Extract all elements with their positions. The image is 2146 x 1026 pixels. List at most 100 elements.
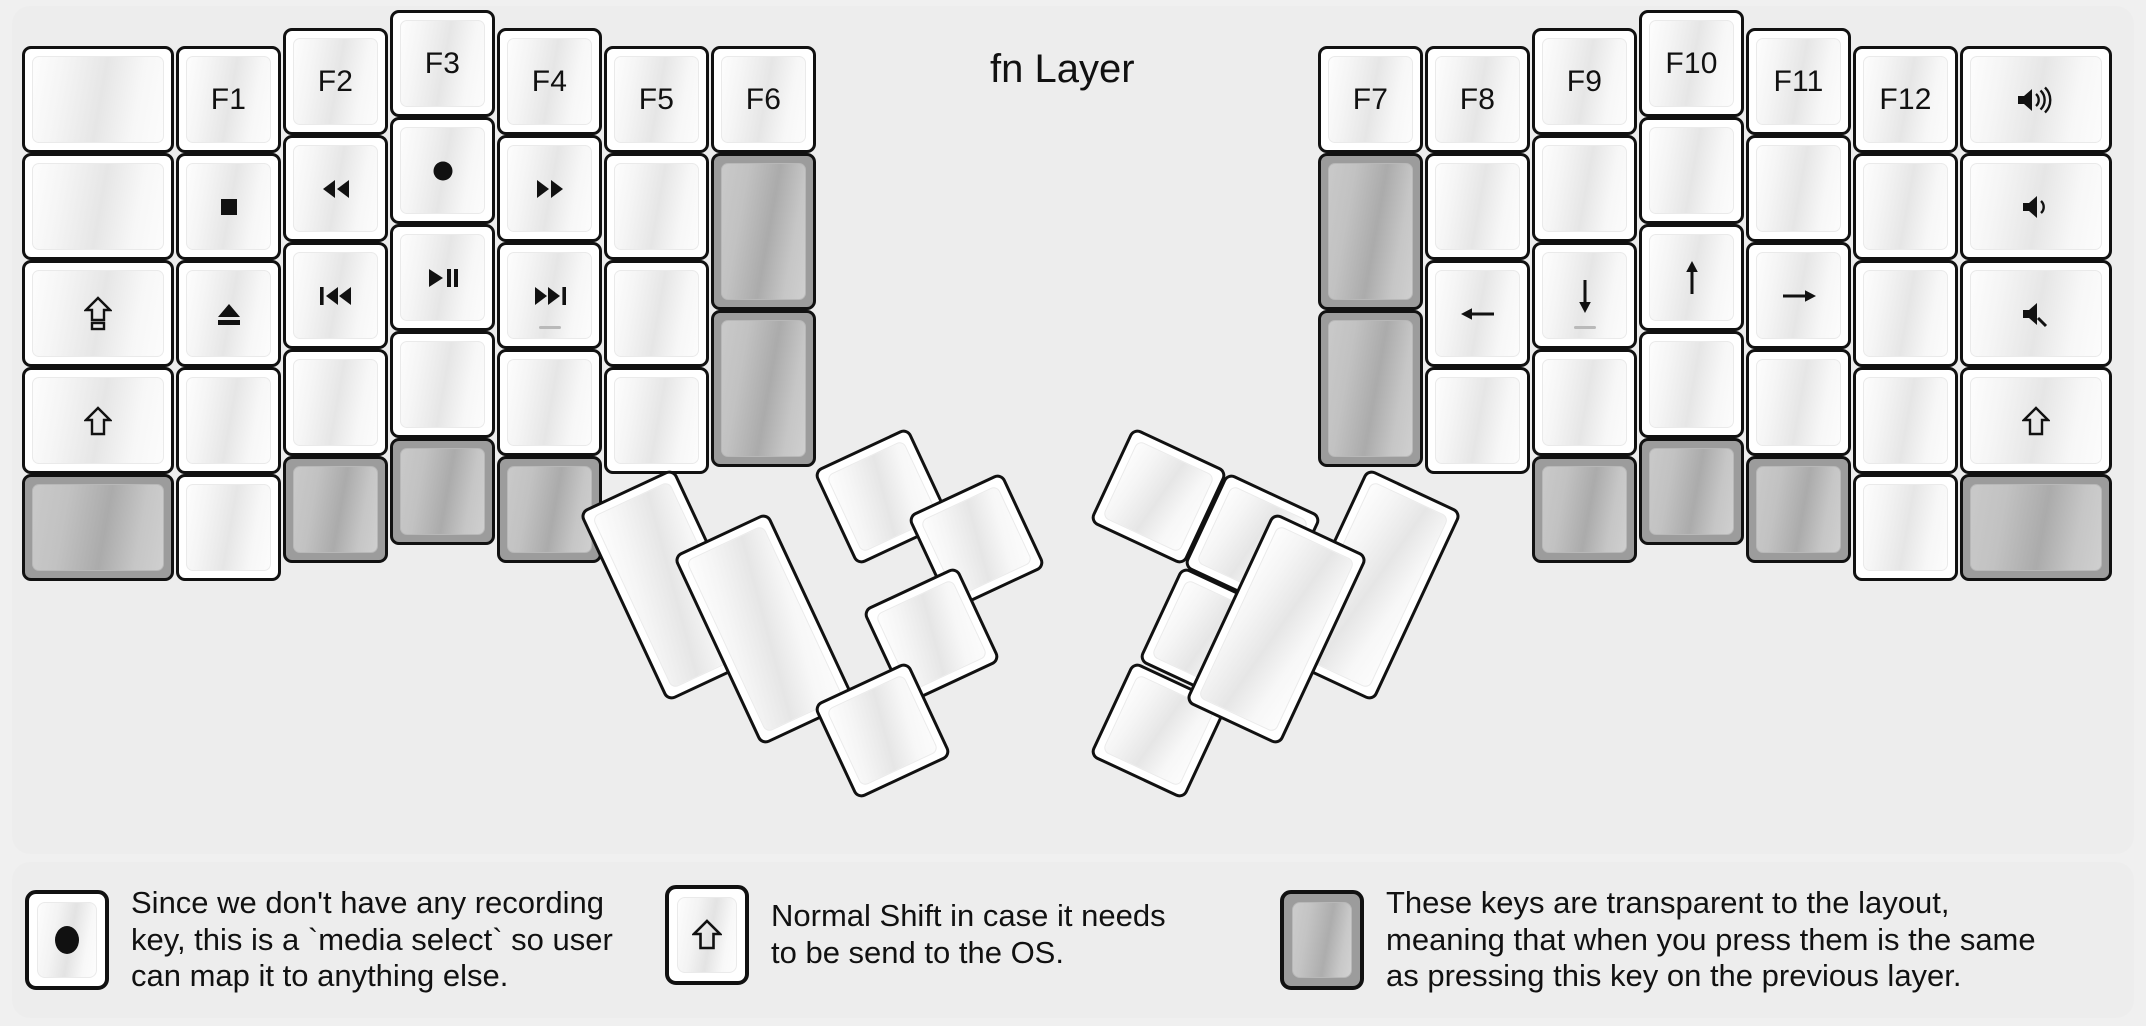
keycap (293, 466, 378, 553)
key-left-column-f1-r1[interactable] (176, 153, 281, 260)
key-right-outer-column-r3[interactable] (1960, 367, 2112, 474)
keycap (1649, 341, 1734, 428)
key-right-outer-column-r2[interactable] (1960, 260, 2112, 367)
key-left-column-f4-r4[interactable] (497, 456, 602, 563)
keycap (1970, 484, 2102, 571)
key-left-outer-column-r3[interactable] (22, 367, 174, 474)
legend-panel (12, 862, 2134, 1018)
key-right-column-f12-r3[interactable] (1853, 367, 1958, 474)
key-left-outer-column-r1[interactable] (22, 153, 174, 260)
key-right-column-f7-r0[interactable]: F7 (1318, 46, 1423, 153)
key-left-column-f3-r4[interactable] (390, 438, 495, 545)
key-right-column-f7-r1[interactable] (1318, 153, 1423, 310)
key-right-column-f11-r3[interactable] (1746, 349, 1851, 456)
key-right-column-f11-r0[interactable]: F11 (1746, 28, 1851, 135)
arrow-up-icon (1679, 258, 1705, 298)
key-left-outer-column-r2[interactable] (22, 260, 174, 367)
keycap (1756, 145, 1841, 232)
key-left-column-f1-r4[interactable] (176, 474, 281, 581)
key-right-column-f8-r3[interactable] (1425, 367, 1530, 474)
keycap: F6 (721, 56, 806, 143)
keycap (186, 163, 271, 250)
keycap (400, 234, 485, 321)
volume-down-icon (2019, 192, 2053, 222)
keycap: F7 (1328, 56, 1413, 143)
key-left-column-f5-r3[interactable] (604, 367, 709, 474)
key-left-column-f5-r1[interactable] (604, 153, 709, 260)
keycap (32, 56, 164, 143)
keycap (614, 270, 699, 357)
keycap: F5 (614, 56, 699, 143)
key-left-column-f2-r2[interactable] (283, 242, 388, 349)
key-right-column-f12-r4[interactable] (1853, 474, 1958, 581)
key-right-column-f9-r2[interactable] (1532, 242, 1637, 349)
keycap (1756, 466, 1841, 553)
volume-mute-icon (2019, 299, 2053, 329)
key-right-column-f9-r3[interactable] (1532, 349, 1637, 456)
key-left-column-f5-r2[interactable] (604, 260, 709, 367)
key-left-outer-column-r4[interactable] (22, 474, 174, 581)
keycap (1328, 320, 1413, 457)
key-left-column-f1-r3[interactable] (176, 367, 281, 474)
keycap (37, 901, 97, 978)
keycap (186, 377, 271, 464)
legend-text: Since we don't have any recording key, t… (131, 885, 613, 994)
key-left-outer-column-r0[interactable] (22, 46, 174, 153)
key-left-column-f1-r0[interactable]: F1 (176, 46, 281, 153)
key-left-column-f2-r4[interactable] (283, 456, 388, 563)
legend-text: Normal Shift in case it needs to be send… (771, 898, 1166, 970)
key-left-column-f3-r2[interactable] (390, 224, 495, 331)
key-left-column-f4-r1[interactable] (497, 135, 602, 242)
key-right-column-f11-r4[interactable] (1746, 456, 1851, 563)
key-right-column-f9-r1[interactable] (1532, 135, 1637, 242)
key-right-column-f9-r4[interactable] (1532, 456, 1637, 563)
key-left-column-f6-r0[interactable]: F6 (711, 46, 816, 153)
keycap (293, 359, 378, 446)
key-right-column-f10-r3[interactable] (1639, 331, 1744, 438)
key-left-column-f3-r3[interactable] (390, 331, 495, 438)
key-left-column-f4-r2[interactable] (497, 242, 602, 349)
key-right-column-f10-r1[interactable] (1639, 117, 1744, 224)
keycap (1970, 270, 2102, 357)
keycap (1649, 448, 1734, 535)
key-right-outer-column-r0[interactable] (1960, 46, 2112, 153)
keycap (32, 163, 164, 250)
key-label: F3 (424, 46, 461, 80)
keycap (1756, 252, 1841, 339)
key-right-outer-column-r1[interactable] (1960, 153, 2112, 260)
key-right-column-f8-r0[interactable]: F8 (1425, 46, 1530, 153)
keycap (1542, 145, 1627, 232)
key-right-column-f11-r1[interactable] (1746, 135, 1851, 242)
key-left-column-f2-r1[interactable] (283, 135, 388, 242)
key-right-column-f10-r2[interactable] (1639, 224, 1744, 331)
key-left-column-f3-r0[interactable]: F3 (390, 10, 495, 117)
key-right-column-f8-r1[interactable] (1425, 153, 1530, 260)
key-left-column-f2-r0[interactable]: F2 (283, 28, 388, 135)
key-right-column-f10-r4[interactable] (1639, 438, 1744, 545)
key-right-column-f8-r2[interactable] (1425, 260, 1530, 367)
key-label: F6 (745, 82, 782, 116)
key-left-column-f4-r3[interactable] (497, 349, 602, 456)
key-right-column-f7-r2[interactable] (1318, 310, 1423, 467)
key-left-column-f2-r3[interactable] (283, 349, 388, 456)
key-left-column-f4-r0[interactable]: F4 (497, 28, 602, 135)
key-left-column-f1-r2[interactable] (176, 260, 281, 367)
key-right-column-f12-r2[interactable] (1853, 260, 1958, 367)
key-left-column-f6-r1[interactable] (711, 153, 816, 310)
key-left-column-f6-r2[interactable] (711, 310, 816, 467)
keycap (1435, 163, 1520, 250)
homing-bump-indicator (1573, 326, 1596, 329)
key-left-column-f3-r1[interactable] (390, 117, 495, 224)
keycap (1542, 359, 1627, 446)
key-right-column-f12-r1[interactable] (1853, 153, 1958, 260)
key-right-outer-column-r4[interactable] (1960, 474, 2112, 581)
key-right-column-f12-r0[interactable]: F12 (1853, 46, 1958, 153)
key-left-column-f5-r0[interactable]: F5 (604, 46, 709, 153)
key-right-column-f11-r2[interactable] (1746, 242, 1851, 349)
key-right-column-f9-r0[interactable]: F9 (1532, 28, 1637, 135)
key-right-column-f10-r0[interactable]: F10 (1639, 10, 1744, 117)
keycap (1435, 270, 1520, 357)
keycap (186, 270, 271, 357)
keycap (1328, 163, 1413, 300)
keycap (1863, 377, 1948, 464)
